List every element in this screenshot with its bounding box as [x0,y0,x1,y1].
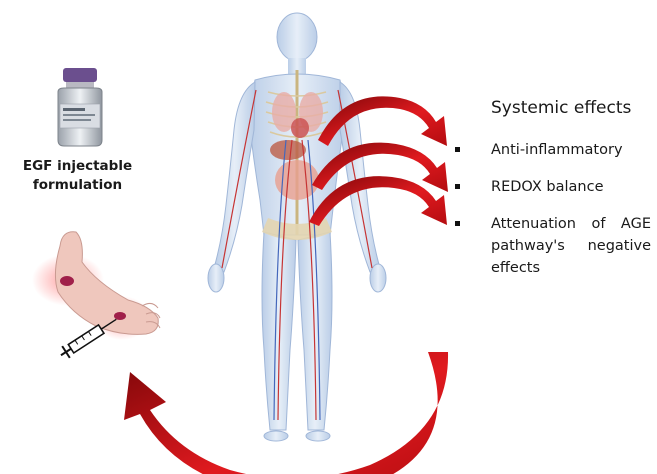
ulcer-heel [60,276,74,286]
vial-caption-line2: formulation [10,176,145,195]
vial-caption: EGF injectable formulation [10,157,145,195]
egf-vial-image [58,68,102,146]
effects-heading: Systemic effects [491,98,631,118]
diabetic-foot-image [32,232,160,340]
vial-caption-line1: EGF injectable [10,157,145,176]
bullet-square-icon [455,221,460,226]
bullet-square-icon [455,184,460,189]
bullet-square-icon [455,147,460,152]
human-body-anatomy [208,13,386,441]
effect-item-text: Attenuation of AGE pathway's negative ef… [491,213,651,279]
effect-item-text: Anti-inflammatory [491,139,651,161]
ulcer-toe [114,312,126,320]
effect-item-text: REDOX balance [491,176,651,198]
